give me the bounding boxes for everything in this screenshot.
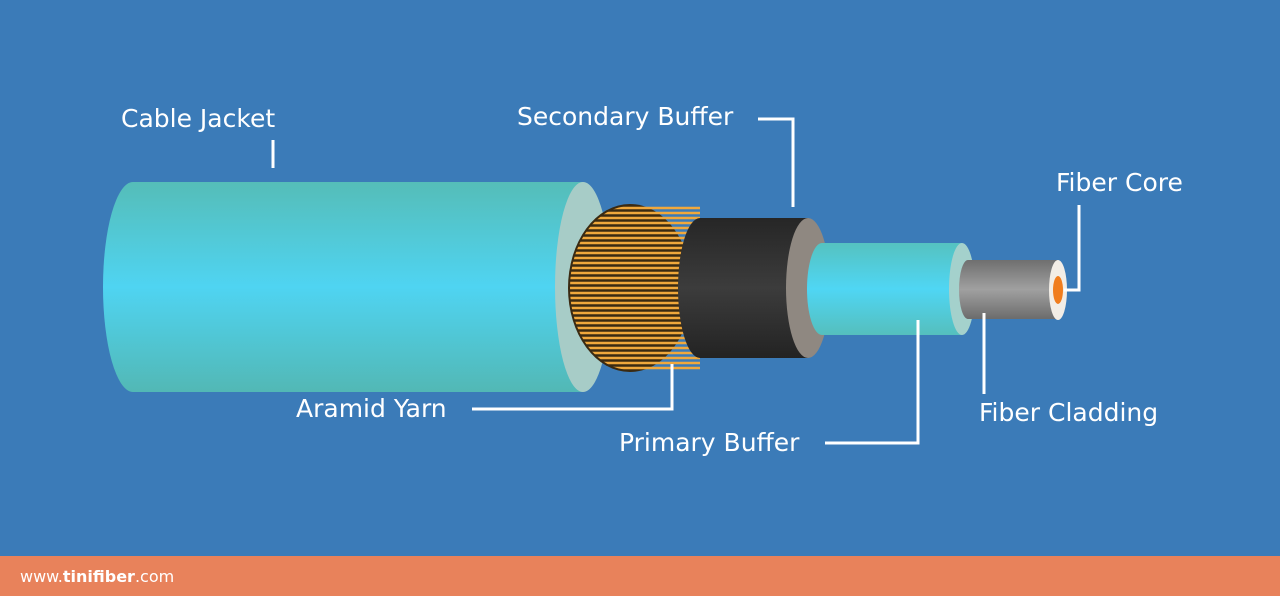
label-fiber-cladding: Fiber Cladding: [979, 398, 1159, 427]
leader-fiber-core: [1064, 205, 1081, 292]
website-brand: tinifiber: [62, 567, 135, 586]
leader-secondary-buffer: [758, 117, 795, 207]
footer-bar: www.tinifiber.com: [0, 556, 1280, 596]
leader-aramid-yarn: [472, 364, 674, 411]
primary-buffer: [807, 243, 975, 335]
label-fiber-core: Fiber Core: [1056, 168, 1183, 197]
label-aramid-yarn: Aramid Yarn: [296, 394, 447, 423]
website-suffix: .com: [134, 567, 175, 586]
fiber-cladding: [959, 260, 1067, 320]
cable-illustration: [103, 117, 1081, 445]
cable-jacket: [103, 182, 611, 392]
leader-primary-buffer: [825, 320, 920, 445]
fiber-core: [1053, 276, 1063, 304]
website-link[interactable]: www.tinifiber.com: [20, 567, 174, 586]
label-primary-buffer: Primary Buffer: [619, 428, 800, 457]
label-secondary-buffer: Secondary Buffer: [517, 102, 734, 131]
leader-lines: [271, 117, 1081, 445]
website-prefix: www.: [20, 567, 63, 586]
aramid-yarn: [568, 204, 700, 372]
label-cable-jacket: Cable Jacket: [121, 104, 276, 133]
